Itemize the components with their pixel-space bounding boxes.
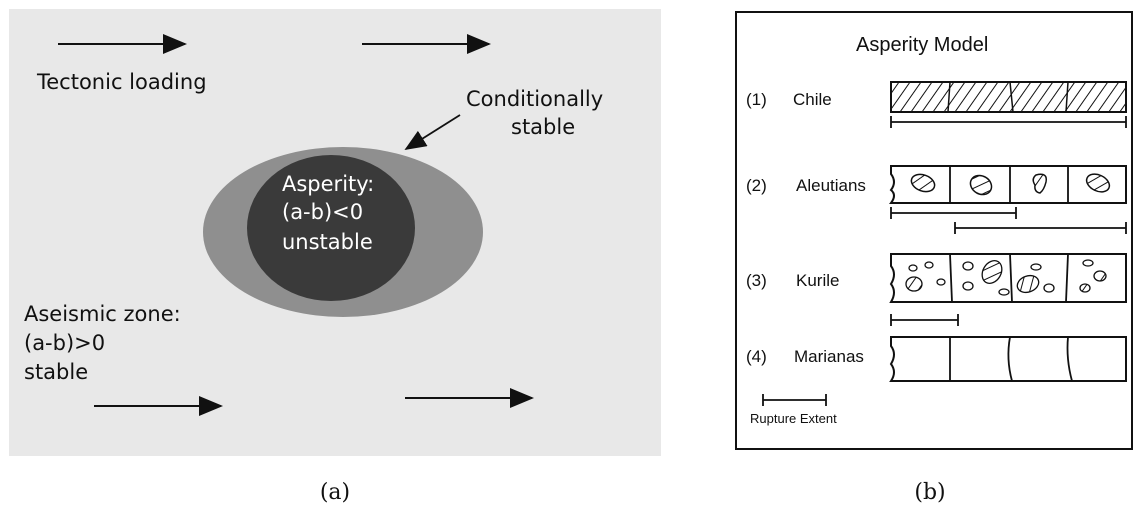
row-1-name: Chile xyxy=(793,90,832,109)
row-1-number: (1) xyxy=(746,90,767,109)
conditionally-pointer-arrow xyxy=(404,114,461,150)
conditionally-label-line2: stable xyxy=(511,115,575,139)
chile-segment-bar xyxy=(890,81,1127,113)
row-2-number: (2) xyxy=(746,176,767,195)
asperity-model-title: Asperity Model xyxy=(856,34,988,56)
aleutians-segment-bar xyxy=(889,165,1127,204)
rupture-extent-legend-bar xyxy=(762,394,827,406)
row-4-name: Marianas xyxy=(794,347,864,366)
aseismic-label-line1: Aseismic zone: xyxy=(24,302,181,326)
tectonic-loading-label: Tectonic loading xyxy=(36,70,207,94)
panel-b: Asperity Model (1) Chile (2) Aleutians (… xyxy=(735,11,1133,505)
kurile-segment-bar xyxy=(889,253,1127,303)
row-2-name: Aleutians xyxy=(796,176,866,195)
conditionally-label-line1: Conditionally xyxy=(466,87,603,111)
marianas-segment-bar xyxy=(889,336,1127,382)
row-4-number: (4) xyxy=(746,347,767,366)
asperity-zone xyxy=(247,155,415,301)
chile-rupture-extent xyxy=(890,116,1127,128)
asperity-label-line1: Asperity: xyxy=(282,172,374,196)
panel-b-caption: (b) xyxy=(914,480,945,505)
aseismic-label-line3: stable xyxy=(24,360,88,384)
aleutians-rupture-extents xyxy=(890,207,1127,234)
asperity-label-line2: (a-b)<0 xyxy=(282,200,363,224)
panel-a: Tectonic loading Conditionally stable As… xyxy=(9,9,661,505)
row-3-number: (3) xyxy=(746,271,767,290)
kurile-rupture-extent xyxy=(890,314,959,326)
rupture-extent-legend-label: Rupture Extent xyxy=(750,411,837,426)
asperity-label-line3: unstable xyxy=(282,230,373,254)
row-3-name: Kurile xyxy=(796,271,839,290)
panel-b-frame xyxy=(735,11,1133,450)
panel-a-caption: (a) xyxy=(320,480,350,505)
aseismic-label-line2: (a-b)>0 xyxy=(24,331,105,355)
